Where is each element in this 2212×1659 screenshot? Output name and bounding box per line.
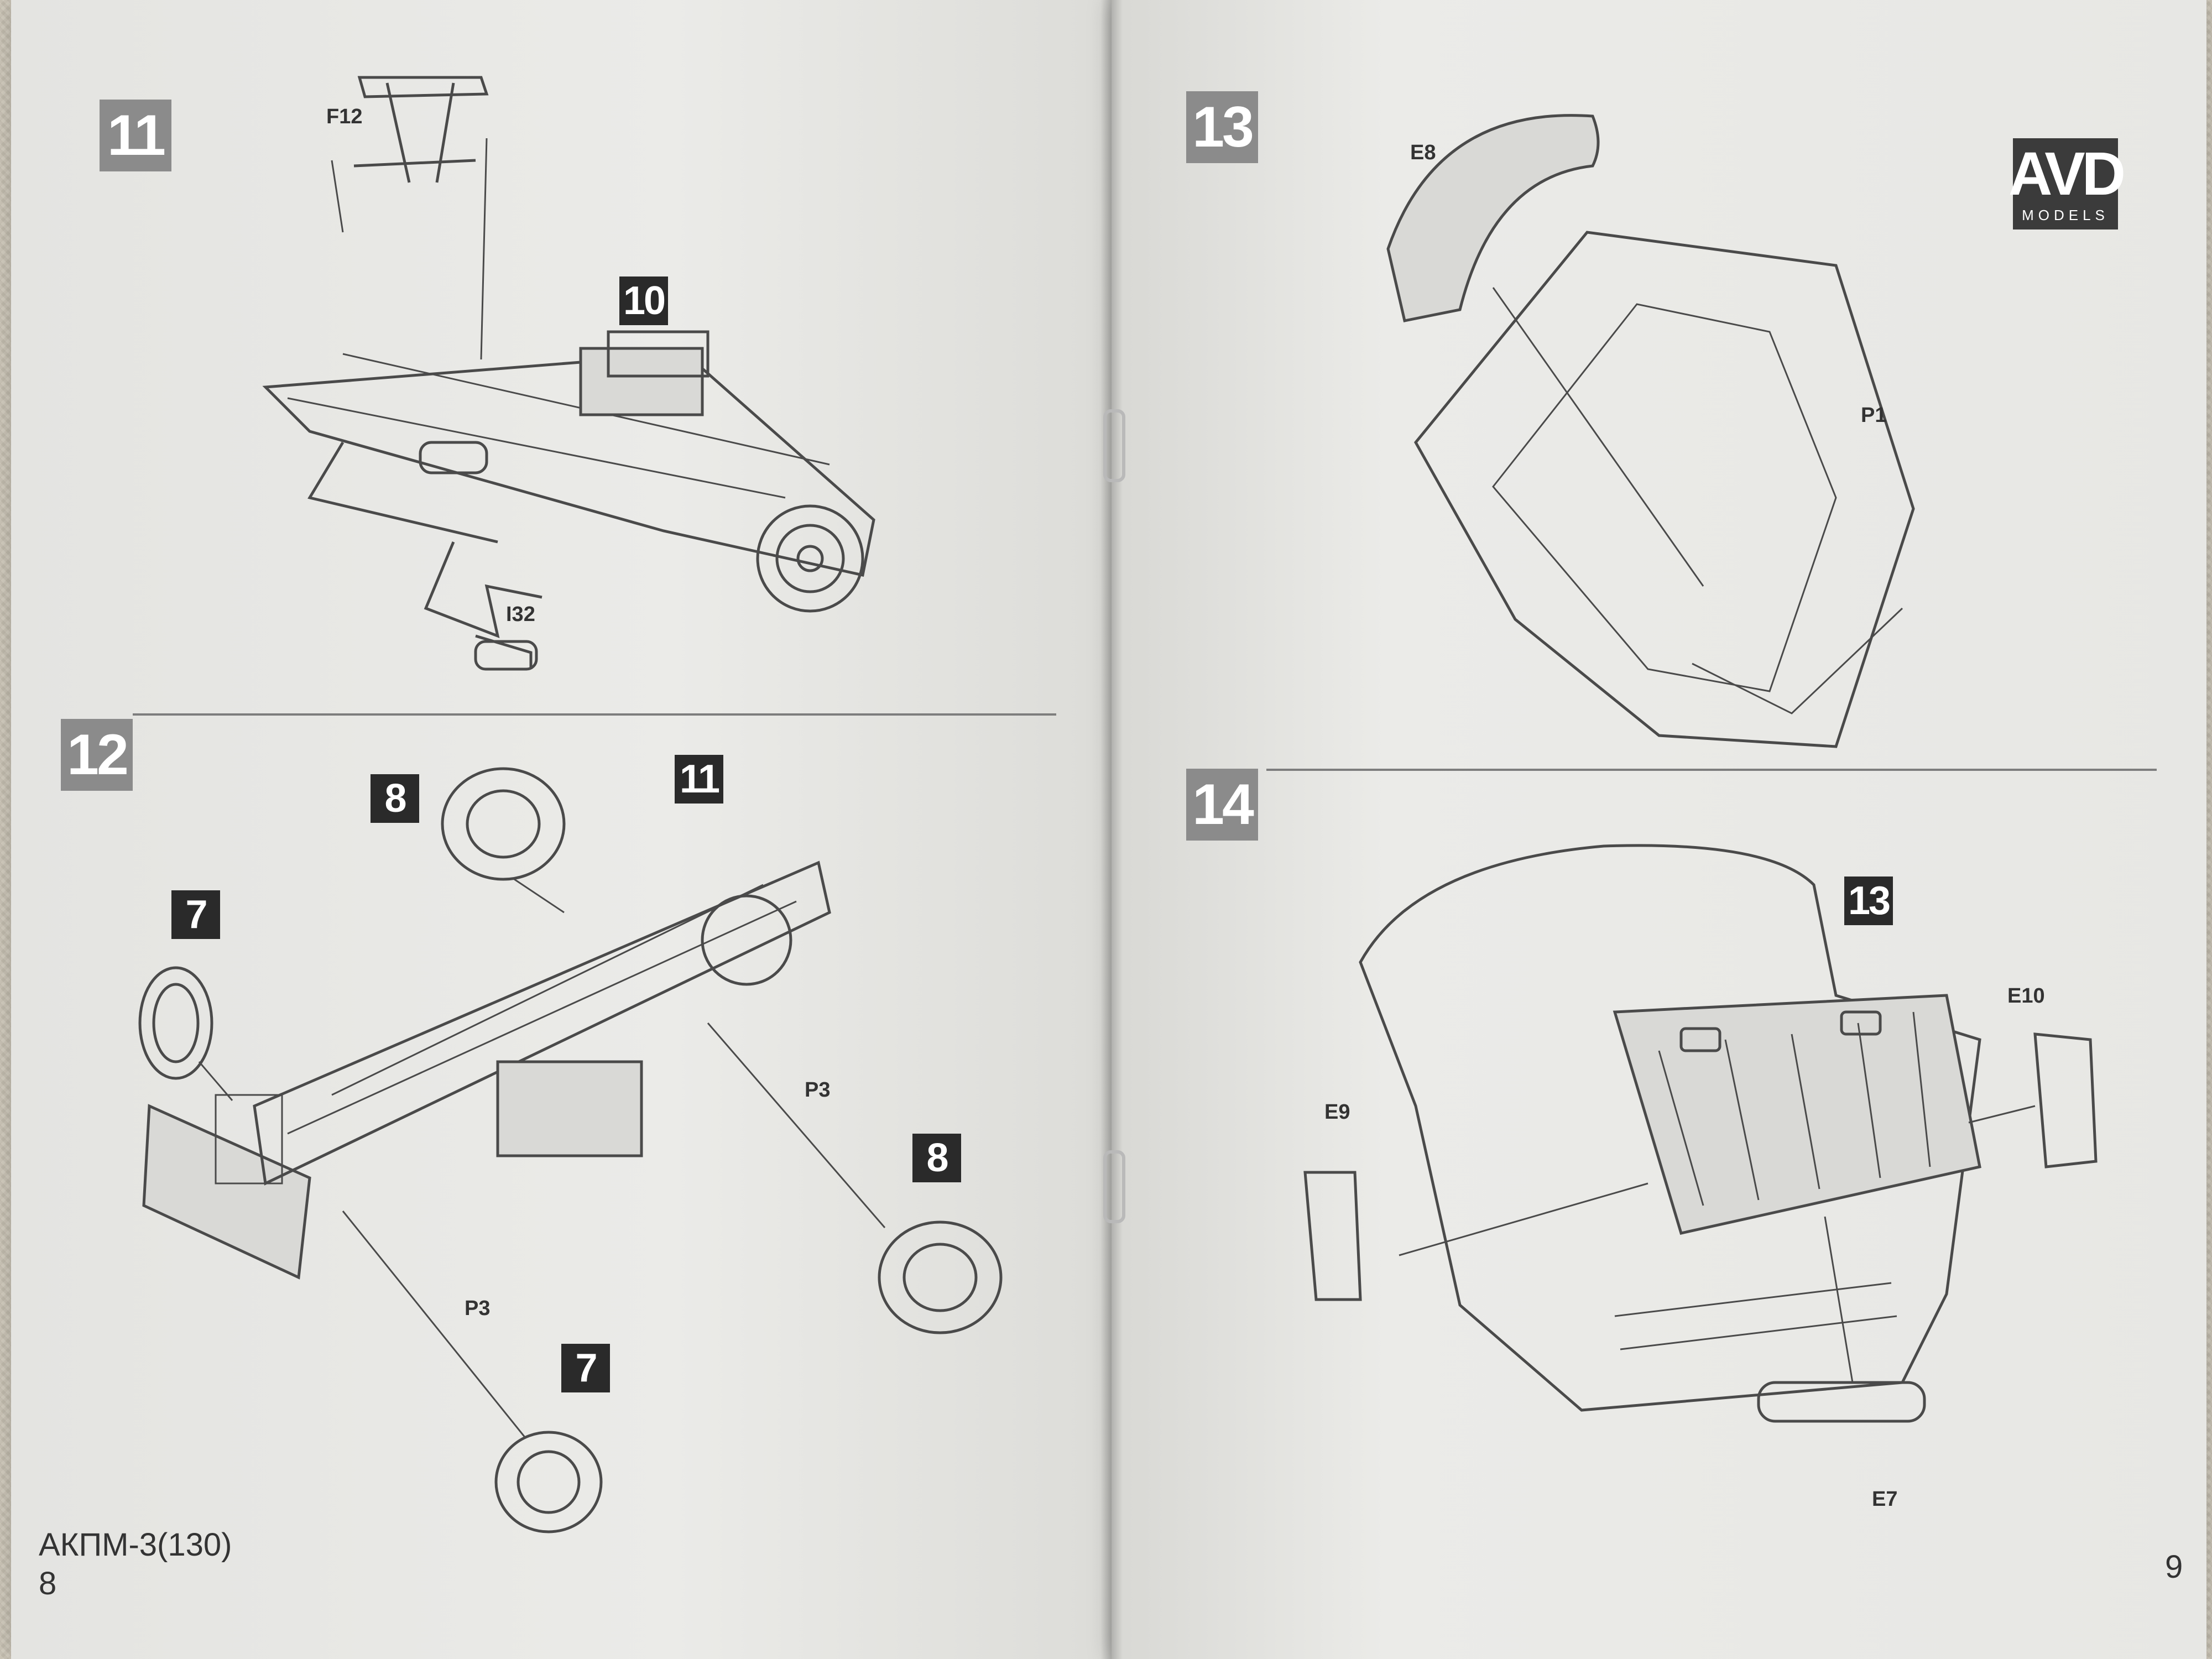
step-11-label: 11 xyxy=(100,100,171,171)
staple-top xyxy=(1103,409,1125,482)
step14-cab-drawing xyxy=(1303,844,2098,1423)
step-divider-right xyxy=(1266,769,2157,771)
ref-step-11: 11 xyxy=(675,755,723,804)
part-label-p3-right: P3 xyxy=(805,1078,831,1102)
step-divider-left xyxy=(133,713,1056,716)
part-label-e7: E7 xyxy=(1872,1488,1898,1511)
step-12-label: 12 xyxy=(61,719,133,791)
part-label-p1: P1 xyxy=(1861,404,1887,427)
ref-step-8-top: 8 xyxy=(371,774,419,823)
part-label-e9: E9 xyxy=(1324,1100,1350,1124)
ref-step-8-right: 8 xyxy=(912,1134,961,1182)
part-label-e8: E8 xyxy=(1410,141,1436,164)
logo-subtitle: MODELS xyxy=(2022,207,2109,223)
staple-bottom xyxy=(1103,1150,1125,1223)
step13-cab-drawing xyxy=(1386,114,1915,748)
ref-step-13: 13 xyxy=(1844,877,1893,925)
ref-step-7-left: 7 xyxy=(171,890,220,939)
footer-page-number-right: 9 xyxy=(2165,1549,2183,1585)
part-label-p3-bottom: P3 xyxy=(465,1297,491,1320)
step11-chassis-drawing xyxy=(262,76,875,671)
footer-page-number-left: 8 xyxy=(39,1566,57,1601)
avd-models-logo: AVD MODELS xyxy=(2008,138,2126,229)
step-14-label: 14 xyxy=(1186,769,1258,841)
part-label-i32: I32 xyxy=(506,603,535,626)
part-label-e10: E10 xyxy=(2007,984,2045,1008)
step-13-label: 13 xyxy=(1186,91,1258,163)
ref-step-7-bottom: 7 xyxy=(561,1344,610,1392)
step12-chassis-drawing xyxy=(138,767,1003,1533)
logo-mark: AVD xyxy=(2008,140,2126,208)
booklet-spine xyxy=(1100,0,1123,1659)
part-label-f12: F12 xyxy=(326,105,363,128)
footer-model-name: АКПМ-3(130) xyxy=(39,1527,232,1563)
ref-step-10: 10 xyxy=(619,276,668,325)
right-page xyxy=(1112,0,2206,1659)
